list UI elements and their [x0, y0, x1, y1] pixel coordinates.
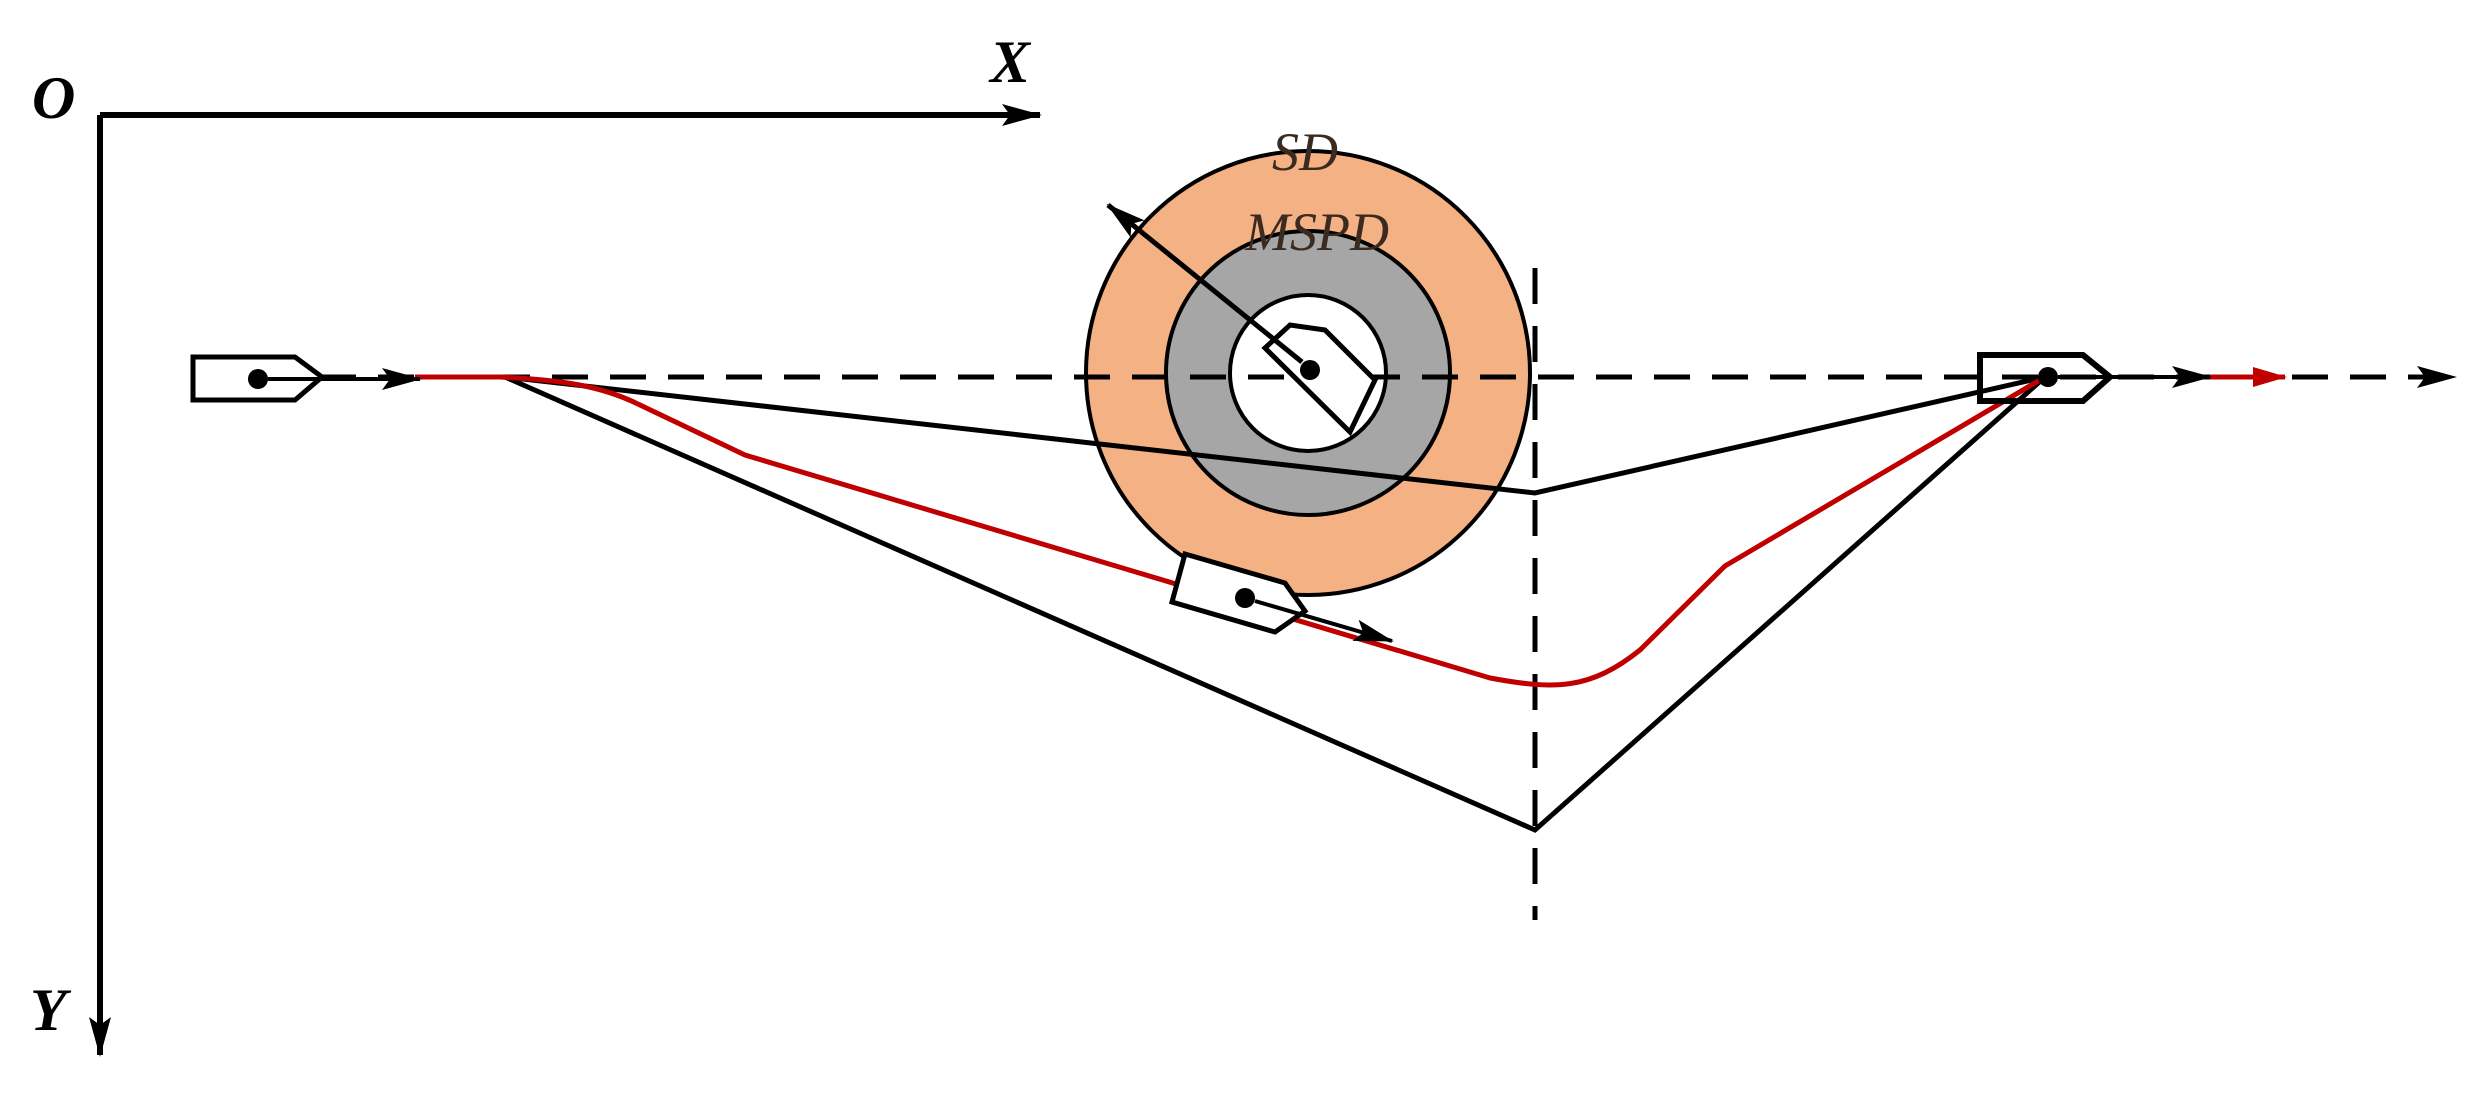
- y-axis-label: Y: [30, 977, 72, 1043]
- own-ship-avoiding: [1168, 550, 1394, 643]
- planned-avoidance-path: [415, 374, 2047, 688]
- ship-end-center-dot: [2038, 367, 2058, 387]
- target-ship-heading-arrow: [1106, 203, 1304, 364]
- target-ship: [1106, 203, 1379, 437]
- coordinate-axes: O X Y: [30, 29, 1042, 1057]
- lower-boundary-path: [503, 374, 2047, 833]
- reference-lines: [320, 268, 2457, 920]
- upper-boundary-path: [504, 374, 2046, 496]
- ship-start-center-dot: [248, 369, 268, 389]
- sd-label: SD: [1272, 122, 1338, 182]
- ship-avoiding-center-dot: [1235, 588, 1255, 608]
- ship-avoiding-heading-arrow: [1254, 599, 1394, 643]
- target-ship-center-dot: [1300, 360, 1320, 380]
- origin-label: O: [32, 65, 75, 131]
- x-axis-label: X: [988, 29, 1032, 95]
- ship-end-hull: [1977, 352, 2115, 404]
- own-ship-start: [190, 354, 422, 403]
- mspd-label: MSPD: [1244, 202, 1389, 262]
- boundary-paths: [503, 374, 2047, 833]
- own-ship-end: [1977, 352, 2212, 404]
